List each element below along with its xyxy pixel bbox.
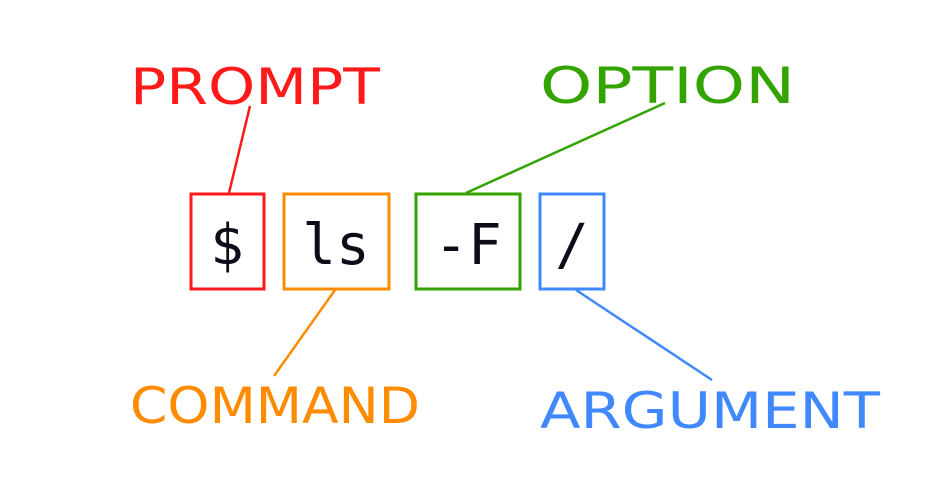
prompt-token: $ bbox=[210, 213, 244, 278]
command-label: COMMAND bbox=[130, 377, 420, 435]
argument-box bbox=[538, 192, 606, 291]
prompt-box bbox=[189, 192, 266, 291]
prompt-connector bbox=[227, 105, 252, 194]
prompt-label: PROMPT bbox=[130, 58, 381, 116]
option-label: OPTION bbox=[540, 57, 795, 115]
command-token: ls bbox=[302, 213, 369, 278]
argument-label: ARGUMENT bbox=[540, 382, 881, 440]
argument-connector bbox=[575, 288, 713, 382]
option-connector bbox=[465, 101, 666, 195]
command-box bbox=[282, 192, 391, 291]
option-box bbox=[414, 192, 522, 291]
command-connector bbox=[272, 289, 337, 377]
option-token: -F bbox=[434, 213, 501, 278]
argument-token: / bbox=[555, 213, 589, 278]
